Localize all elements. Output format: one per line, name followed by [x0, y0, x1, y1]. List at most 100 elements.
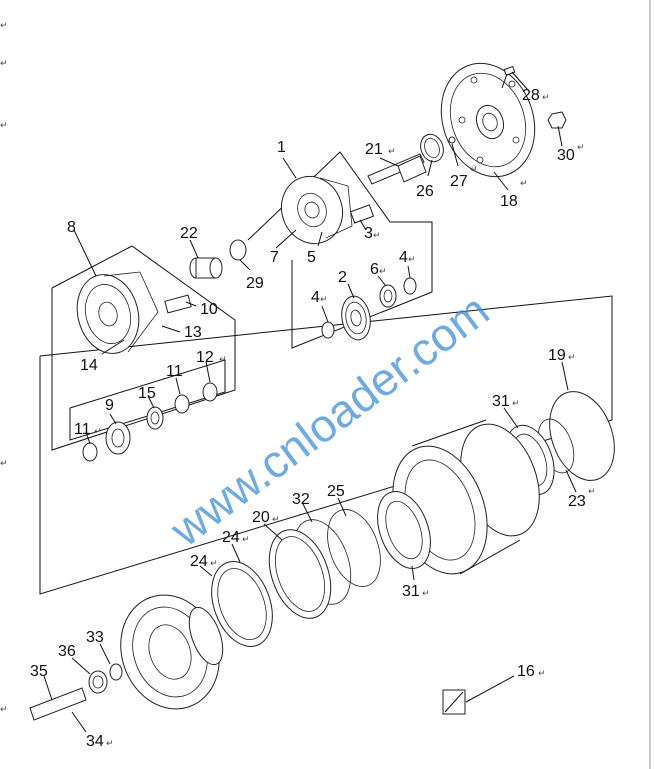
svg-text:↵: ↵ — [538, 669, 546, 679]
svg-text:↵: ↵ — [379, 267, 387, 277]
bearing-36 — [88, 670, 108, 694]
svg-text:↵: ↵ — [542, 93, 550, 103]
label-27: 27 — [450, 173, 468, 190]
label-1: 1 — [277, 139, 286, 156]
label-return-marks: ↵ ↵ ↵ ↵ ↵ ↵ ↵ ↵ ↵ ↵ ↵ ↵ ↵ ↵ ↵ ↵ ↵ ↵ ↵ ↵ — [94, 93, 596, 749]
floating-seal-24 — [211, 561, 273, 647]
label-13: 13 — [184, 324, 202, 341]
label-23: 23 — [568, 493, 586, 510]
svg-text:↵: ↵ — [588, 487, 596, 497]
svg-text:↵: ↵ — [219, 355, 227, 365]
label-18: 18 — [500, 193, 518, 210]
label-5: 5 — [307, 249, 316, 266]
ring-27 — [448, 136, 456, 144]
carrier-assembly-box — [51, 245, 236, 451]
label-11-right: 11 — [166, 363, 183, 380]
svg-text:↵: ↵ — [577, 143, 585, 153]
bearing-31-lower — [377, 491, 431, 569]
ring-29 — [229, 239, 247, 261]
label-10: 10 — [200, 301, 218, 318]
ring-33 — [109, 663, 123, 681]
svg-text:↵: ↵ — [422, 589, 430, 599]
label-22: 22 — [180, 225, 198, 242]
o-ring-25 — [327, 509, 381, 587]
svg-text:↵: ↵ — [568, 353, 576, 363]
assembly-boundaries — [39, 151, 613, 595]
callout-labels: 1 2 3 4 4 5 6 7 8 9 10 11 11 12 13 14 15… — [30, 87, 586, 750]
label-21: 21 — [365, 141, 383, 158]
label-4-left: 4 — [311, 289, 320, 306]
planet-gear-9 — [105, 421, 131, 455]
sun-gear-22 — [189, 257, 223, 279]
label-15: 15 — [138, 385, 156, 402]
svg-text:↵: ↵ — [373, 231, 381, 241]
svg-text:↵: ↵ — [210, 559, 218, 569]
label-36: 36 — [58, 643, 76, 660]
part-16-symbol — [442, 689, 466, 715]
label-2: 2 — [338, 269, 347, 286]
washer-4-right — [403, 277, 417, 295]
leader-lines — [43, 71, 577, 733]
label-24-upper: 24 — [222, 529, 240, 546]
label-31-upper: 31 — [492, 393, 510, 410]
label-33: 33 — [86, 629, 104, 646]
return-mark: ↵ — [0, 21, 8, 31]
label-8: 8 — [67, 219, 76, 236]
carrier-1-assembly-box — [247, 151, 433, 349]
label-4-right: 4 — [399, 249, 408, 266]
svg-text:↵: ↵ — [388, 147, 396, 157]
label-31-lower: 31 — [402, 583, 420, 600]
label-34: 34 — [86, 733, 104, 750]
washer-4-left — [321, 321, 335, 339]
label-3: 3 — [364, 225, 373, 242]
label-35: 35 — [30, 663, 48, 680]
washer-11-right — [174, 394, 190, 414]
svg-text:↵: ↵ — [470, 165, 478, 175]
washer-11-left — [82, 442, 98, 462]
return-mark: ↵ — [0, 459, 8, 469]
svg-text:↵: ↵ — [408, 255, 416, 265]
main-assembly-box — [39, 295, 613, 595]
pin-10 — [164, 294, 192, 314]
seal-26 — [420, 133, 444, 163]
label-25: 25 — [327, 483, 345, 500]
label-24-lower: 24 — [190, 553, 208, 570]
output-shaft-35 — [29, 687, 87, 721]
label-32: 32 — [292, 491, 310, 508]
spacer-12 — [202, 382, 218, 402]
carrier-1 — [281, 175, 353, 245]
svg-text:↵: ↵ — [242, 535, 250, 545]
label-14: 14 — [80, 357, 98, 374]
planet-gear-box — [69, 359, 226, 441]
label-30: 30 — [557, 147, 575, 164]
bolt-28 — [501, 65, 516, 89]
label-28: 28 — [522, 87, 540, 104]
svg-text:↵: ↵ — [106, 739, 114, 749]
cover-plate-19 — [549, 391, 615, 481]
label-12: 12 — [196, 349, 214, 366]
shaft-21 — [367, 153, 427, 185]
return-mark: ↵ — [0, 59, 8, 69]
pin-3 — [349, 204, 375, 224]
margin-return-marks: ↵ ↵ ↵ ↵ ↵ — [0, 21, 8, 715]
return-mark: ↵ — [0, 705, 8, 715]
label-6: 6 — [370, 261, 379, 278]
return-mark: ↵ — [0, 121, 8, 131]
label-20: 20 — [252, 509, 270, 526]
svg-text:↵: ↵ — [520, 179, 528, 189]
planet-gear-2 — [341, 295, 371, 341]
svg-text:↵: ↵ — [320, 295, 328, 305]
label-9: 9 — [105, 397, 114, 414]
label-29: 29 — [246, 275, 264, 292]
svg-text:↵: ↵ — [94, 427, 102, 437]
label-19: 19 — [548, 347, 566, 364]
output-hub — [120, 594, 224, 710]
seal-ring-20 — [268, 529, 332, 619]
label-7: 7 — [270, 249, 279, 266]
svg-text:↵: ↵ — [512, 399, 520, 409]
label-26: 26 — [416, 183, 434, 200]
nut-30 — [547, 111, 567, 129]
needle-bearing-6 — [379, 284, 397, 308]
svg-text:↵: ↵ — [272, 515, 280, 525]
